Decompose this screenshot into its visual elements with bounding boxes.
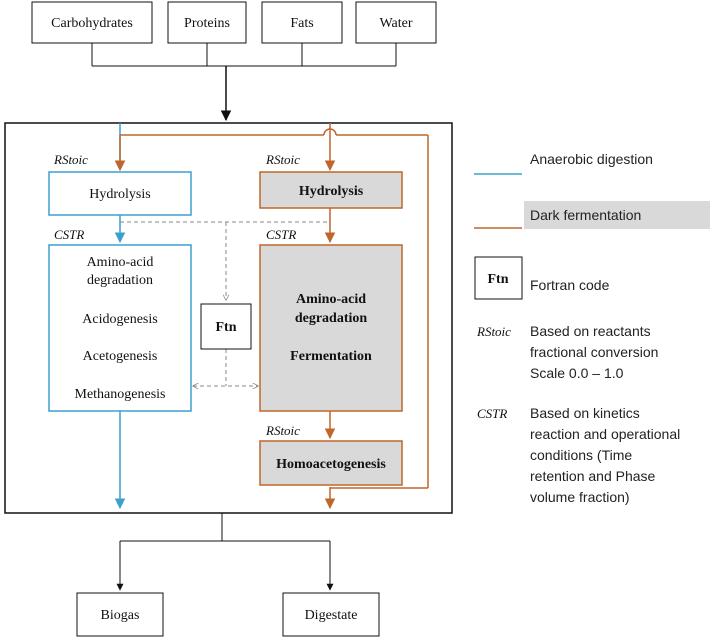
cstr-label-dark: CSTR [266,227,296,242]
output-digestate-label: Digestate [305,608,358,623]
dark-flow-lines [114,123,429,510]
input-merge-connector [91,43,397,122]
input-fats-label: Fats [290,16,313,31]
anaerobic-process-degradation: degradation [87,273,153,288]
legend-fortran: Ftn Fortran code [474,256,610,300]
legend-rstoic-desc-line-1: Based on reactants [530,323,651,339]
input-carbohydrates-label: Carbohydrates [51,16,133,31]
anaerobic-process-amino-acid: Amino-acid [87,255,154,270]
dark-process-fermentation: Fermentation [290,349,372,364]
cstr-label-anaerobic: CSTR [54,227,84,242]
legend-rstoic: RStoic Based on reactants fractional con… [476,323,658,381]
dark-process-amino-acid: Amino-acid [296,292,366,307]
output-biogas: Biogas [76,592,164,637]
anaerobic-process-methanogenesis: Methanogenesis [75,387,166,402]
fortran-box: Ftn [200,303,252,350]
homoacetogenesis-label: Homoacetogenesis [276,457,386,472]
input-proteins-label: Proteins [184,16,230,31]
legend-rstoic-desc-line-2: fractional conversion [530,344,658,360]
input-water-label: Water [379,16,412,31]
legend-cstr-desc-line-5: volume fraction) [530,489,630,505]
legend-anaerobic-digestion-label: Anaerobic digestion [530,151,653,167]
input-water: Water [355,1,437,44]
input-fats: Fats [261,1,343,44]
legend: Anaerobic digestion Dark fermentation Ft… [474,151,710,505]
legend-anaerobic-digestion: Anaerobic digestion [474,151,653,175]
anaerobic-processes-box: Amino-acid degradation Acidogenesis Acet… [48,244,192,412]
rstoic-label-dark-hydrolysis: RStoic [265,152,300,167]
legend-dark-fermentation-label: Dark fermentation [530,207,641,223]
dark-hydrolysis-label: Hydrolysis [299,184,364,199]
legend-cstr-desc-line-2: reaction and operational [530,426,680,442]
dark-hydrolysis-box: Hydrolysis [259,171,403,209]
input-carbohydrates: Carbohydrates [31,1,153,44]
fortran-box-label: Ftn [216,320,237,335]
legend-cstr: CSTR Based on kinetics reaction and oper… [477,405,680,505]
legend-fortran-code-label: Fortran code [530,277,610,293]
output-connector [116,513,334,591]
legend-cstr-desc-line-4: retention and Phase [530,468,656,484]
legend-cstr-desc-line-3: conditions (Time [530,447,632,463]
legend-ftn-box-label: Ftn [488,272,509,287]
homoacetogenesis-box: Homoacetogenesis [259,440,403,486]
input-proteins: Proteins [167,1,247,44]
dark-processes-box: Amino-acid degradation Fermentation [259,244,403,412]
rstoic-label-anaerobic: RStoic [53,152,88,167]
legend-cstr-desc-line-1: Based on kinetics [530,405,640,421]
output-biogas-label: Biogas [101,608,140,623]
legend-rstoic-label: RStoic [476,324,511,339]
fortran-dashed-connectors [120,221,330,386]
output-digestate: Digestate [282,592,380,637]
legend-dark-fermentation: Dark fermentation [474,201,710,229]
anaerobic-process-acidogenesis: Acidogenesis [82,312,157,327]
anaerobic-hydrolysis-label: Hydrolysis [89,187,150,202]
legend-rstoic-desc-line-3: Scale 0.0 – 1.0 [530,365,624,381]
legend-cstr-label: CSTR [477,406,507,421]
anaerobic-process-acetogenesis: Acetogenesis [83,349,158,364]
dark-process-degradation: degradation [295,311,368,326]
anaerobic-hydrolysis-box: Hydrolysis [48,171,192,216]
rstoic-label-homoacetogenesis: RStoic [265,423,300,438]
